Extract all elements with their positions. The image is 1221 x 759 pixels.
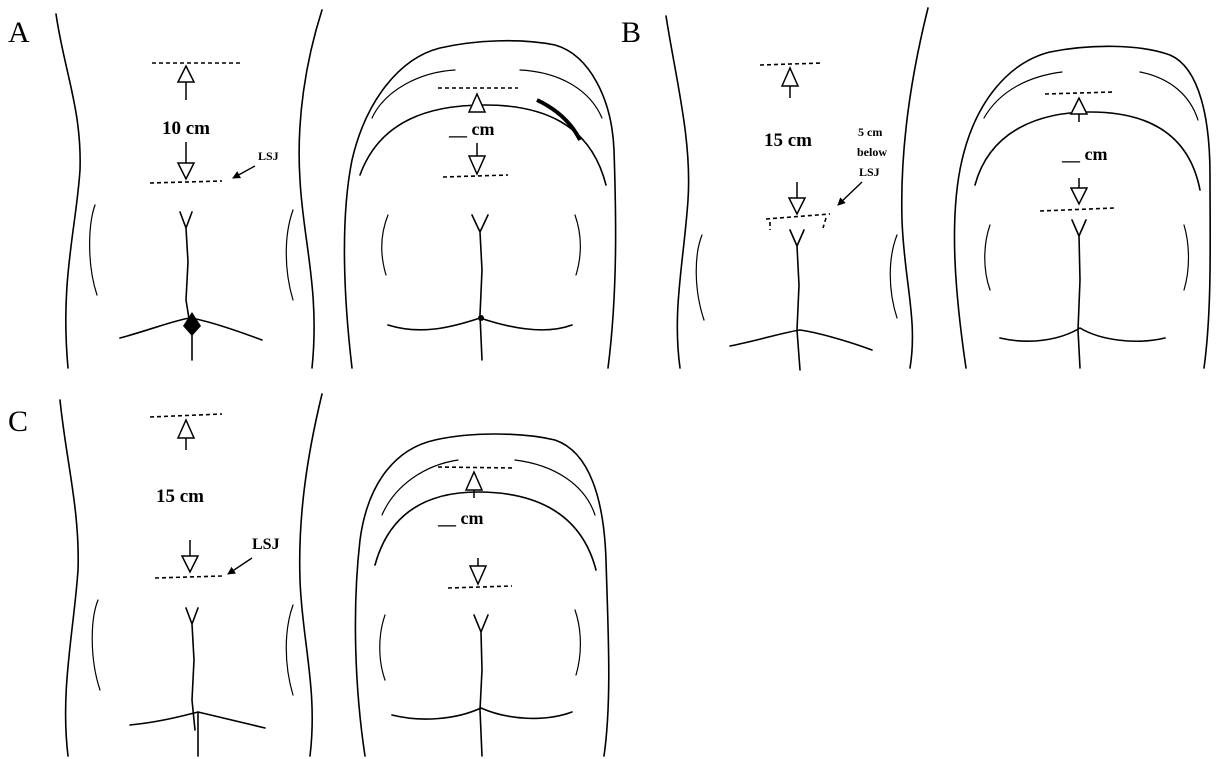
panel-b-flexed-back: __ cm bbox=[954, 46, 1210, 368]
lsj-pointer-arrow bbox=[233, 166, 255, 178]
flank-crease-left bbox=[382, 215, 388, 275]
spine-line bbox=[1072, 220, 1086, 368]
down-arrow-head bbox=[1071, 188, 1087, 204]
flank-crease-right bbox=[575, 215, 580, 275]
flexed-outline bbox=[954, 46, 1210, 368]
lsj-label: LSJ bbox=[252, 536, 280, 553]
measurement-label: 10 cm bbox=[162, 118, 210, 139]
lower-mark-line bbox=[155, 576, 222, 578]
flank-crease-left bbox=[92, 600, 100, 690]
down-arrow-head bbox=[178, 163, 194, 179]
panel-a-upright-back: 10 cm LSJ bbox=[56, 10, 322, 368]
spine-line bbox=[472, 215, 488, 360]
flank-crease-left bbox=[380, 615, 385, 680]
lsj-pointer-arrow bbox=[838, 182, 862, 205]
shoulder-fold-left bbox=[984, 72, 1062, 118]
shoulder-fold-right bbox=[1140, 72, 1198, 120]
flank-crease-right bbox=[286, 605, 293, 695]
flank-crease-left bbox=[696, 235, 704, 320]
shoulder-fold-right bbox=[515, 460, 595, 515]
upper-mark-line bbox=[438, 467, 514, 468]
gluteal-cleft-mark bbox=[478, 315, 484, 321]
upper-mark-line bbox=[760, 63, 822, 65]
up-arrow-head bbox=[1071, 98, 1087, 114]
panel-c: C 15 cm LSJ bbox=[8, 394, 609, 756]
lower-mark-line bbox=[766, 214, 830, 219]
measurement-label: 15 cm bbox=[156, 486, 204, 507]
panel-c-flexed-back: __ cm bbox=[355, 434, 608, 756]
up-arrow-head bbox=[178, 420, 194, 438]
up-arrow-head bbox=[469, 94, 485, 112]
panel-a-flexed-back: __ cm bbox=[344, 41, 615, 368]
spine-line bbox=[790, 230, 804, 370]
flank-crease-right bbox=[890, 235, 897, 318]
lsj-label-line-3: LSJ bbox=[859, 165, 880, 179]
ribcage-arc bbox=[375, 492, 596, 570]
lower-mark-line bbox=[448, 586, 512, 588]
panel-a: A 10 cm LSJ bbox=[8, 10, 616, 368]
flank-crease-left bbox=[90, 205, 97, 295]
lower-mark-tick-right bbox=[823, 218, 826, 228]
back-outline-right bbox=[300, 394, 322, 756]
flank-crease-right bbox=[286, 210, 293, 300]
measurement-label: 15 cm bbox=[764, 130, 812, 151]
up-arrow-head bbox=[466, 472, 482, 490]
lsj-pointer-arrow bbox=[228, 558, 252, 574]
back-outline-left bbox=[60, 400, 78, 756]
down-arrow-head bbox=[789, 198, 805, 214]
upper-mark-line bbox=[1045, 92, 1113, 94]
down-arrow-head bbox=[469, 156, 485, 174]
up-arrow-head bbox=[782, 68, 798, 86]
back-outline-right bbox=[299, 10, 322, 368]
ribcage-arc bbox=[360, 105, 606, 185]
panel-c-letter: C bbox=[8, 405, 28, 438]
lower-mark-line bbox=[1040, 208, 1114, 211]
lsj-label: LSJ bbox=[258, 149, 279, 163]
spine-line bbox=[474, 615, 488, 756]
measurement-label: __ cm bbox=[437, 508, 483, 528]
upper-mark-line bbox=[150, 414, 222, 417]
panel-b: B 15 cm 5 cm below LSJ bbox=[621, 8, 1210, 370]
panel-c-upright-back: 15 cm LSJ bbox=[60, 394, 322, 756]
flank-crease-right bbox=[1184, 225, 1189, 290]
panel-b-upright-back: 15 cm 5 cm below LSJ bbox=[666, 8, 928, 370]
shoulder-fold-left bbox=[372, 70, 455, 118]
down-arrow-head bbox=[182, 556, 198, 572]
back-outline-right bbox=[902, 8, 928, 368]
gluteal-fold bbox=[392, 708, 572, 719]
lower-mark-line bbox=[150, 181, 222, 183]
flank-crease-left bbox=[985, 225, 990, 290]
lsj-label-line-2: below bbox=[857, 145, 887, 159]
up-arrow-head bbox=[178, 66, 194, 82]
shoulder-fold-left bbox=[382, 460, 458, 515]
panel-b-letter: B bbox=[621, 16, 641, 49]
spine-line bbox=[180, 212, 192, 325]
panel-a-letter: A bbox=[8, 16, 30, 49]
measurement-label: __ cm bbox=[1061, 144, 1107, 164]
back-outline-left bbox=[666, 16, 689, 368]
back-outline-left bbox=[56, 14, 80, 368]
measurement-label: __ cm bbox=[448, 119, 494, 139]
down-arrow-head bbox=[470, 566, 486, 584]
gluteal-fold bbox=[730, 330, 872, 350]
flank-crease-right bbox=[575, 610, 580, 675]
gluteal-fold bbox=[1000, 328, 1165, 341]
lsj-label-line-1: 5 cm bbox=[858, 125, 882, 139]
lower-mark-line bbox=[443, 175, 508, 177]
